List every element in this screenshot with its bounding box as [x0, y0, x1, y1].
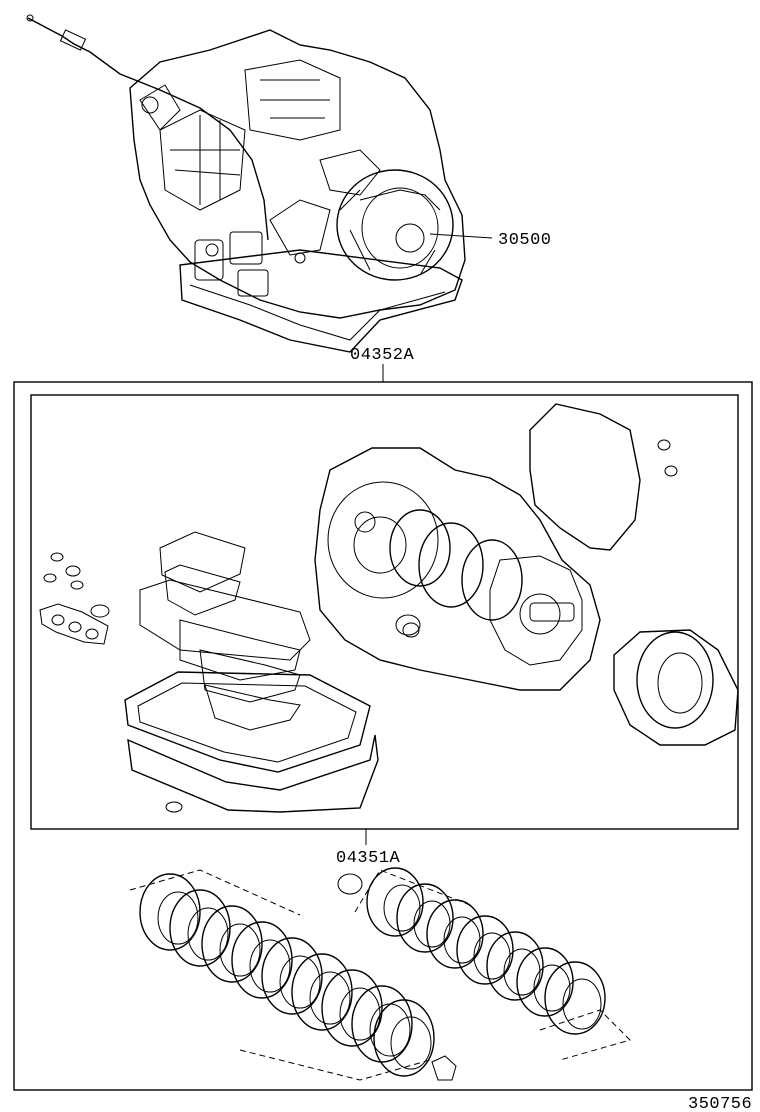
gasket-kit-illustration — [39, 403, 739, 813]
clutch-discs-left-set — [129, 869, 435, 1081]
part-label-04352a[interactable]: 04352A — [350, 346, 415, 365]
part-label-04351a[interactable]: 04351A — [336, 849, 401, 868]
transaxle-assembly-illustration — [26, 14, 466, 353]
leader-line-30500 — [429, 233, 493, 239]
part-label-30500[interactable]: 30500 — [498, 231, 552, 250]
clutch-discs-right-set — [337, 867, 631, 1081]
outer-kit-frame — [13, 381, 753, 1091]
gasket-kit-frame — [30, 394, 739, 830]
diagram-id: 350756 — [688, 1095, 752, 1112]
